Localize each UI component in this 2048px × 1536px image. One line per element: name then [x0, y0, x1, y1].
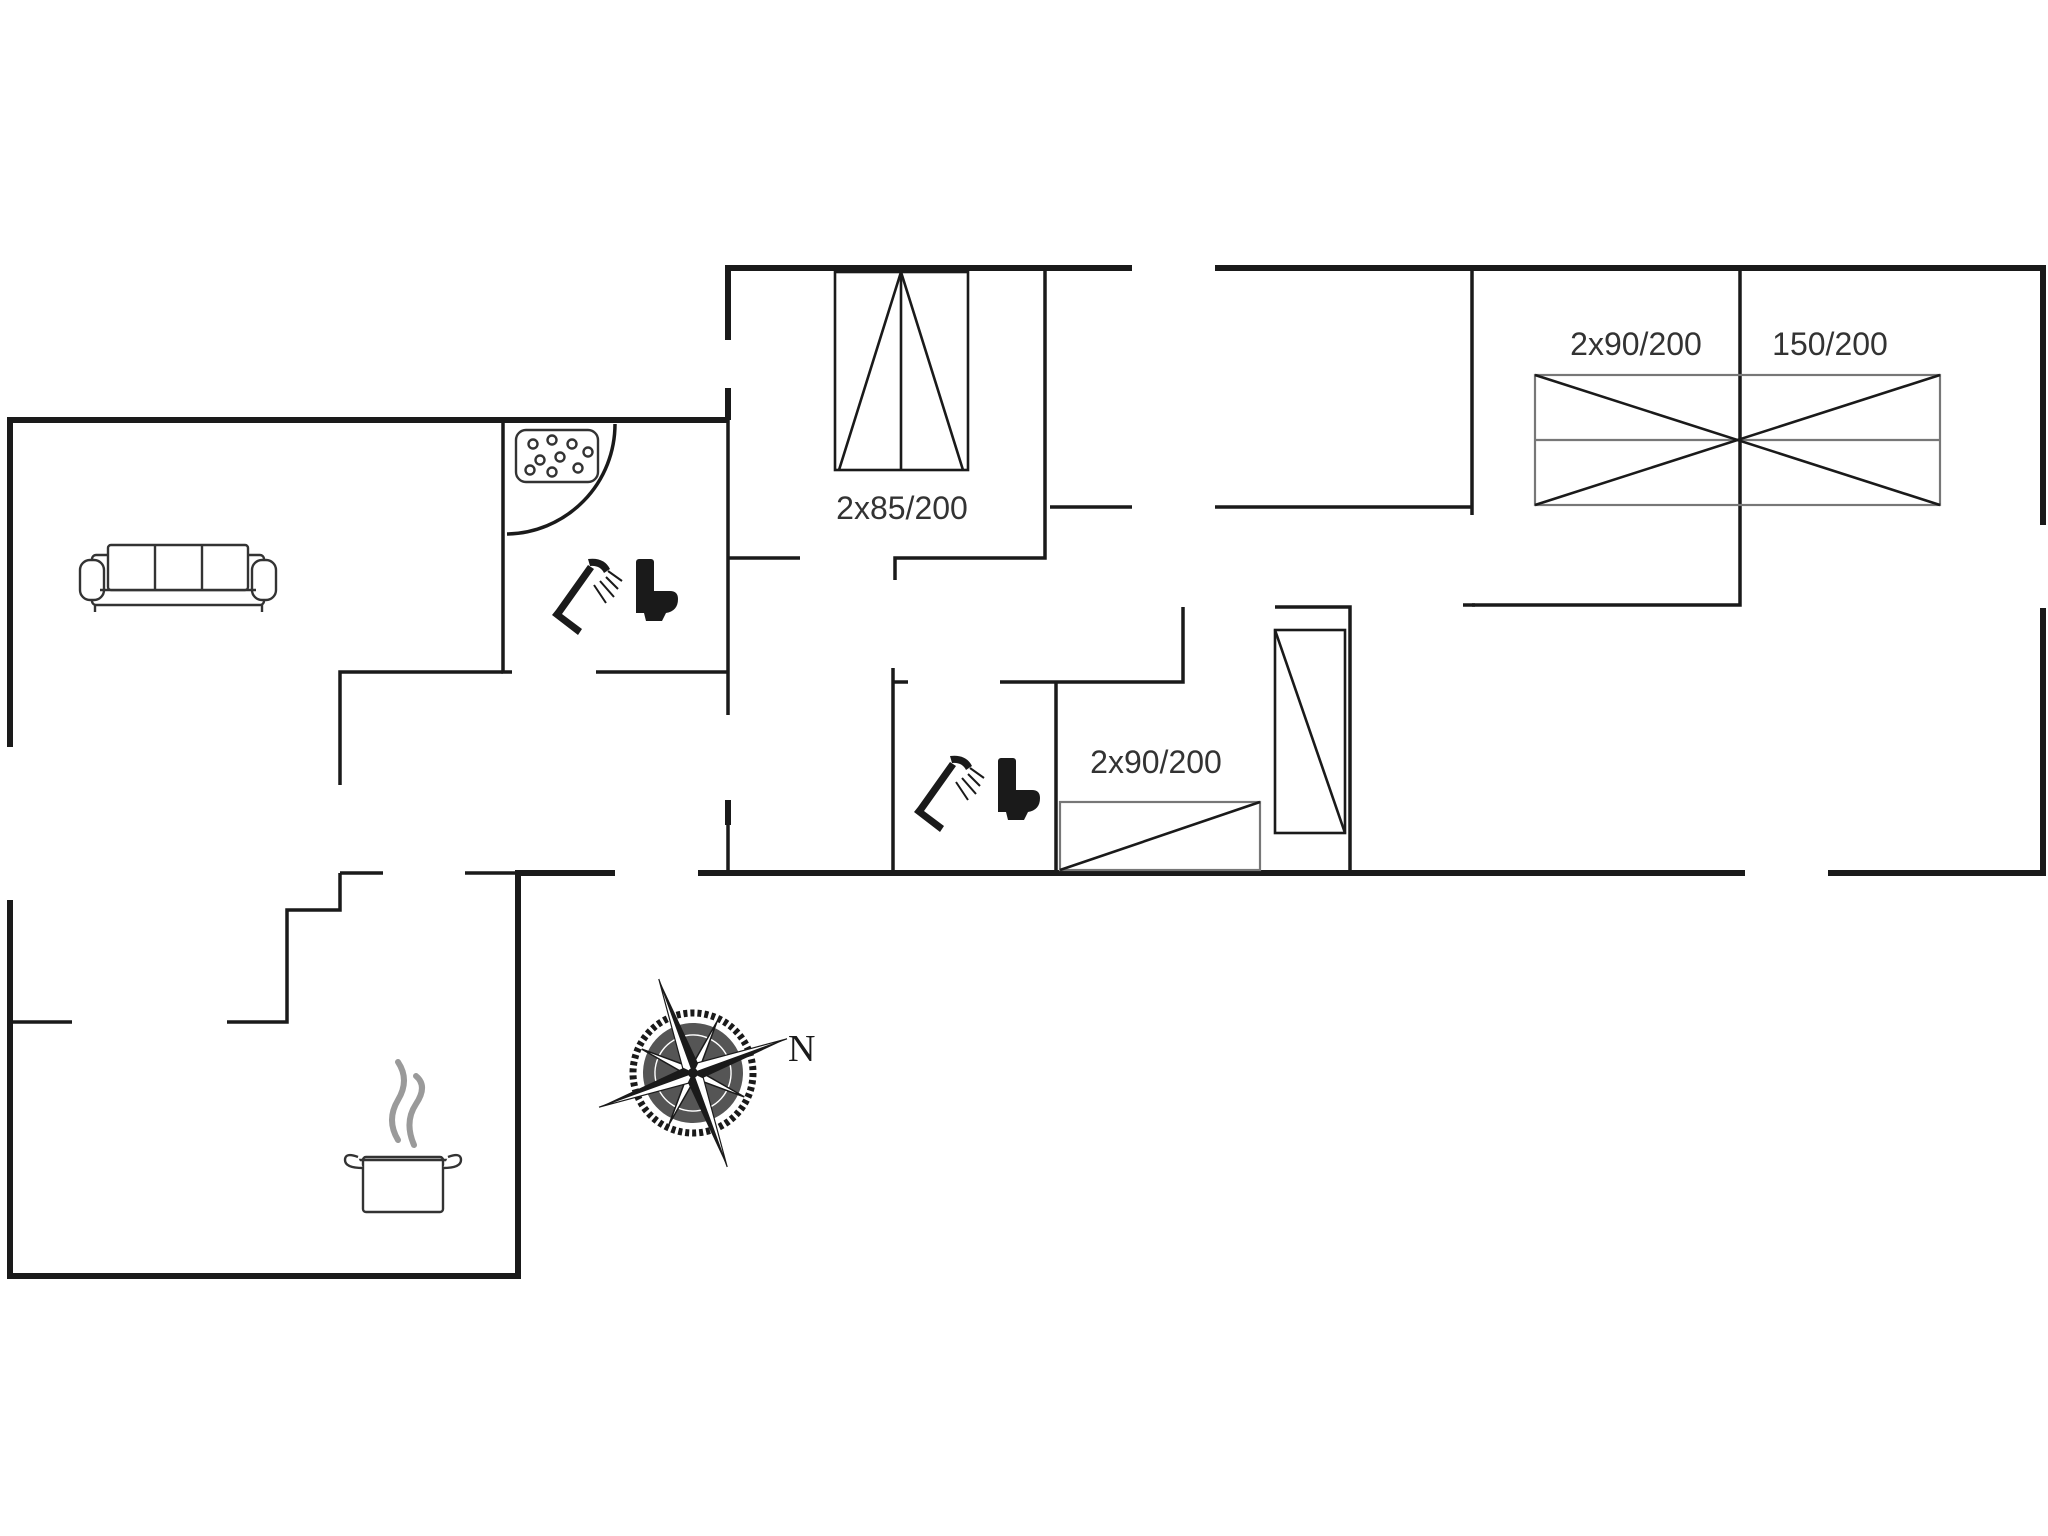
compass-north-label: N: [788, 1028, 815, 1070]
cooking-pot-icon: [343, 1059, 463, 1214]
whirlpool-icon: [506, 423, 617, 536]
bed-middle: [1058, 800, 1262, 872]
interior-walls: [10, 268, 1742, 1024]
bed-top-left: [833, 267, 970, 472]
bed-label-top-right-a: 2x90/200: [1570, 326, 1702, 362]
toilet-icon: [998, 758, 1040, 820]
compass-rose-icon: [598, 978, 788, 1168]
exterior-walls: [7, 265, 2046, 1279]
toilet-icon: [636, 559, 678, 621]
shower-icon: [552, 558, 623, 635]
bed-middle-vertical: [1273, 628, 1347, 835]
bed-top-right: [1533, 373, 1942, 507]
bed-label-top-right-b: 150/200: [1772, 326, 1888, 362]
sofa-icon: [78, 543, 278, 612]
bed-label-top-left: 2x85/200: [836, 490, 968, 526]
shower-icon: [914, 755, 985, 832]
bed-label-middle: 2x90/200: [1090, 744, 1222, 780]
